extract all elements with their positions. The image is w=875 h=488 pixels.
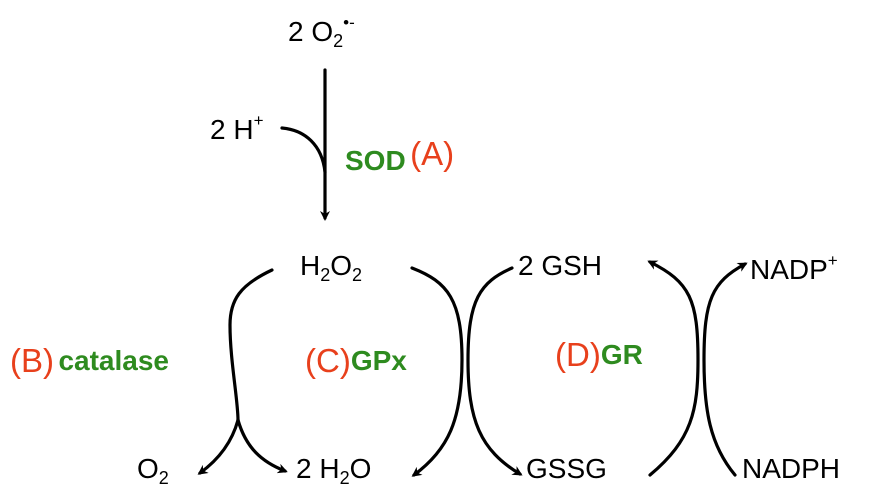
protons-sup: + — [253, 111, 264, 130]
catalase-o2-arrow — [197, 418, 240, 475]
gr-glutathione-arrow — [647, 260, 700, 477]
gpx-enzyme-name: GPx — [350, 345, 407, 376]
superoxide-coef: 2 — [288, 16, 304, 47]
superoxide-base: O — [311, 16, 334, 47]
catalase-enzyme-name: catalase — [58, 345, 169, 376]
sod-proton-arc — [280, 126, 327, 174]
protons-coef: 2 — [210, 114, 226, 145]
protons-base: H — [233, 114, 254, 145]
catalase-enzyme-tag: (B) — [10, 342, 54, 379]
o2-label: O2 — [137, 453, 169, 488]
water-a: H — [319, 453, 340, 484]
gpx-enzyme-group: (C)GPx — [305, 344, 407, 377]
water-a-sub: 2 — [339, 468, 350, 488]
sod-enzyme-tag: (A) — [410, 135, 455, 172]
h2o2-b-sub: 2 — [352, 265, 363, 285]
nadp-base: NADP — [750, 254, 828, 285]
h2o2-label: H2O2 — [300, 250, 363, 285]
h2o2-b: O — [330, 250, 353, 281]
superoxide-sub: 2 — [333, 31, 344, 51]
gpx-enzyme-tag: (C) — [305, 342, 351, 379]
gpx-glutathione-arrow — [466, 266, 523, 476]
superoxide-sup: •- — [343, 13, 355, 32]
o2-base: O — [137, 453, 159, 484]
water-coef: 2 — [296, 453, 312, 484]
sod-enzyme-name: SOD — [345, 145, 406, 176]
gr-enzyme-name: GR — [600, 339, 643, 370]
catalase-water-arrow — [236, 418, 288, 474]
nadp-sup: + — [827, 251, 838, 270]
sod-enzyme-group: SOD (A) — [345, 135, 455, 175]
gssg-label: GSSG — [526, 453, 607, 484]
gsh-label: 2 GSH — [518, 250, 603, 281]
protons-label: 2 H+ — [210, 112, 264, 144]
water-b: O — [349, 453, 372, 484]
h2o2-a: H — [300, 250, 321, 281]
o2-sub: 2 — [158, 468, 169, 488]
water-label: 2 H2O — [296, 453, 372, 488]
gr-enzyme-group: (D)GR — [555, 338, 643, 371]
gpx-peroxide-arrow — [410, 266, 464, 477]
superoxide-label: 2 O2•- — [288, 14, 355, 50]
gr-nadph-arrow — [702, 262, 748, 477]
gr-enzyme-tag: (D) — [555, 336, 601, 373]
h2o2-a-sub: 2 — [320, 265, 331, 285]
catalase-curve — [228, 268, 274, 422]
nadp-label: NADP+ — [750, 252, 838, 284]
catalase-enzyme-group: (B) catalase — [10, 344, 169, 377]
nadph-label: NADPH — [742, 453, 841, 484]
